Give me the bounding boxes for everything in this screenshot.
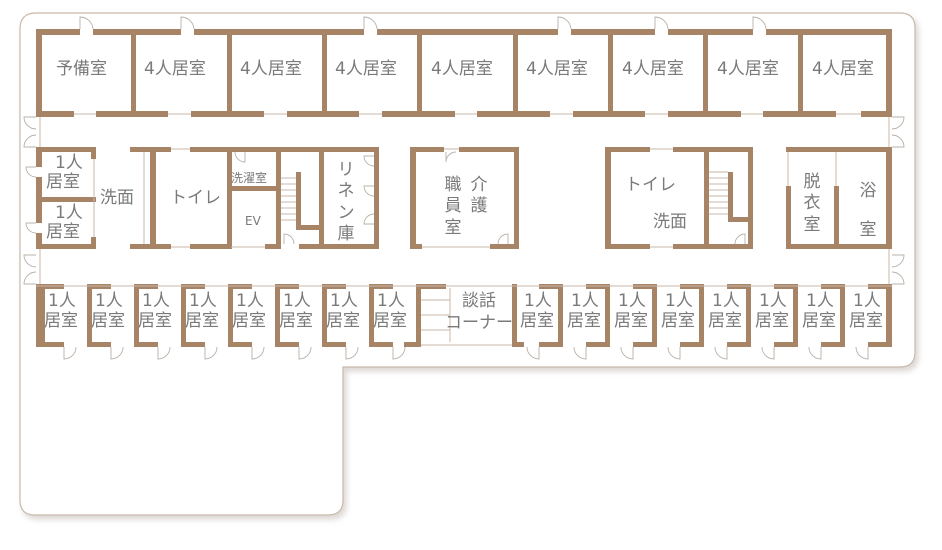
room-label-spare: 予備室: [56, 59, 107, 79]
staff-room-label: 職員室: [444, 175, 462, 238]
single-room-label: 1人: [142, 291, 170, 311]
south-doors: [63, 346, 869, 360]
room-label-4person: 4人居室: [431, 59, 493, 79]
room-label-4person: 4人居室: [812, 59, 874, 79]
single-room-label: 居室: [44, 311, 78, 331]
washroom-label: 洗面: [100, 188, 134, 208]
single-room-label: 居室: [755, 311, 789, 331]
room-label-4person: 4人居室: [622, 59, 684, 79]
single-room-label: 1人: [55, 153, 83, 173]
single-room-label: 1人: [377, 291, 405, 311]
single-room-label: 1人: [283, 291, 311, 311]
single-room-label: 居室: [849, 311, 883, 331]
single-room-label: 居室: [279, 311, 313, 331]
single-room-label: 居室: [802, 311, 836, 331]
single-room-label: 居室: [138, 311, 172, 331]
changing-room-label: 脱衣室: [803, 172, 821, 235]
single-room-label: 居室: [46, 172, 80, 192]
single-room-label: 1人: [236, 291, 264, 311]
toilet-label: トイレ: [170, 188, 221, 208]
single-room-label: 1人: [524, 291, 552, 311]
single-room-label: 居室: [326, 311, 360, 331]
laundry-label: 洗濯室: [231, 171, 268, 185]
room-label-4person: 4人居室: [526, 59, 588, 79]
room-label-4person: 4人居室: [144, 59, 206, 79]
single-room-label: 居室: [373, 311, 407, 331]
single-room-label: 1人: [571, 291, 599, 311]
single-room-label: 居室: [520, 311, 554, 331]
single-room-label: 1人: [55, 203, 83, 223]
single-room-label: 居室: [661, 311, 695, 331]
care-label: 介護: [470, 175, 488, 217]
single-room-label: 1人: [618, 291, 646, 311]
toilet-label: トイレ: [625, 175, 676, 195]
single-room-label: 1人: [330, 291, 358, 311]
single-room-label: 1人: [48, 291, 76, 311]
washroom-label: 洗面: [653, 212, 687, 232]
linen-room-label: リネン庫: [337, 160, 355, 244]
single-room-label: 1人: [806, 291, 834, 311]
building-outline: [19, 12, 916, 516]
single-room-label: 1人: [853, 291, 881, 311]
single-room-label: 1人: [95, 291, 123, 311]
bath-label: 浴室: [859, 181, 877, 241]
single-room-label: 居室: [232, 311, 266, 331]
room-label-4person: 4人居室: [717, 59, 779, 79]
doors: [23, 16, 905, 285]
thin-lines: [36, 113, 892, 346]
single-room-label: 1人: [189, 291, 217, 311]
room-label-4person: 4人居室: [240, 59, 302, 79]
single-room-label: 居室: [708, 311, 742, 331]
single-room-label: 居室: [185, 311, 219, 331]
single-room-label: 居室: [46, 222, 80, 242]
room-label-4person: 4人居室: [335, 59, 397, 79]
single-room-label: 1人: [665, 291, 693, 311]
lounge-label: コーナー: [445, 313, 513, 333]
single-room-label: 居室: [91, 311, 125, 331]
single-room-label: 居室: [567, 311, 601, 331]
lounge-label: 談話: [462, 291, 496, 311]
single-room-label: 1人: [712, 291, 740, 311]
single-room-label: 1人: [759, 291, 787, 311]
single-room-label: 居室: [614, 311, 648, 331]
elevator-label: EV: [245, 214, 261, 228]
